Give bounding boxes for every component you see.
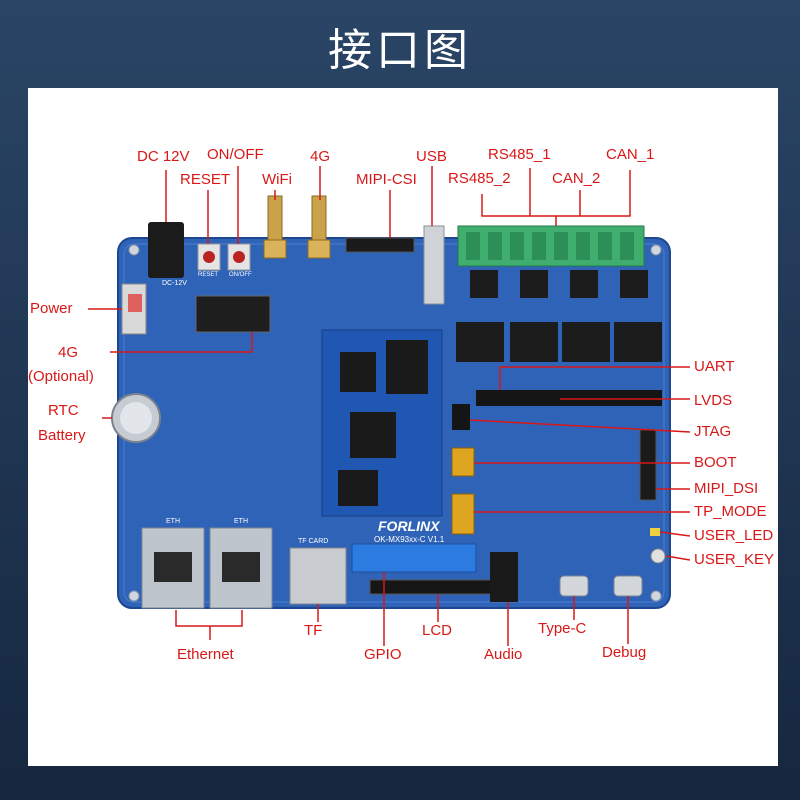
onoff-button-component [227, 243, 251, 271]
tf-card-slot [289, 547, 347, 605]
label-optional: (Optional) [28, 368, 94, 385]
label-tp-mode: TP_MODE [694, 503, 767, 520]
label-battery: Battery [38, 427, 86, 444]
gpio-header [351, 543, 477, 573]
boot-switch [451, 447, 475, 477]
silk-reset: RESET [198, 272, 219, 278]
tp-mode-switch [451, 493, 475, 535]
label-ethernet: Ethernet [177, 646, 234, 663]
label-power: Power [30, 300, 73, 317]
transceiver-chips [456, 270, 662, 362]
lcd-connector [369, 579, 493, 595]
mipi-dsi-connector [639, 429, 657, 501]
label-rs485-1: RS485_1 [488, 146, 551, 163]
terminal-block [457, 225, 645, 267]
label-type-c: Type-C [538, 620, 587, 637]
label-4g-top: 4G [310, 148, 331, 165]
power-switch-knob [128, 294, 142, 312]
mipi-csi-connector [345, 237, 415, 253]
typec-port [559, 575, 589, 597]
user-key-component [650, 548, 666, 564]
usb-port [423, 225, 445, 305]
reset-button-component [197, 243, 221, 271]
label-audio: Audio [484, 646, 523, 663]
label-dc-12v: DC 12V [137, 148, 190, 165]
silk-eth-2: ETH [234, 518, 248, 525]
label-rs485-2: RS485_2 [448, 170, 511, 187]
label-jtag: JTAG [694, 423, 732, 440]
ethernet-jacks [141, 527, 273, 609]
silk-dc12v: DC-12V [162, 280, 187, 287]
label-can-2: CAN_2 [552, 170, 601, 187]
silk-onoff: ON/OFF [229, 272, 252, 278]
label-tf: TF [304, 622, 323, 639]
silk-eth-1: ETH [166, 518, 180, 525]
board-brand: FORLINX [378, 518, 440, 534]
label-uart: UART [694, 358, 735, 375]
label-lcd: LCD [422, 622, 453, 639]
4g-antenna-connector [307, 195, 331, 259]
dc-jack [148, 222, 184, 278]
audio-jack [490, 552, 518, 602]
label-debug: Debug [602, 644, 647, 661]
label-rtc: RTC [48, 402, 79, 419]
label-gpio: GPIO [364, 646, 402, 663]
leader-lines [88, 166, 691, 646]
user-led-component [650, 528, 660, 536]
som-module [321, 329, 443, 517]
label-user-led: USER_LED [694, 527, 774, 544]
label-reset: RESET [180, 171, 231, 188]
silk-tfcard: TF CARD [298, 538, 329, 545]
debug-port [613, 575, 643, 597]
board-model: OK-MX93xx-C V1.1 [374, 535, 445, 544]
label-can-1: CAN_1 [606, 146, 655, 163]
label-user-key: USER_KEY [694, 551, 775, 568]
label-wifi: WiFi [262, 171, 292, 188]
label-boot: BOOT [694, 454, 737, 471]
label-lvds: LVDS [694, 392, 733, 409]
wifi-antenna-connector [263, 195, 287, 259]
label-4g-optional: 4G [58, 344, 79, 361]
page-title: 接口图 [328, 25, 472, 76]
uart-lvds-headers [452, 390, 662, 430]
label-on-off: ON/OFF [207, 146, 264, 163]
label-mipi-dsi: MIPI_DSI [694, 480, 759, 497]
label-usb: USB [416, 148, 447, 165]
minipcie-4g-slot [195, 295, 271, 333]
label-mipi-csi: MIPI-CSI [356, 171, 417, 188]
